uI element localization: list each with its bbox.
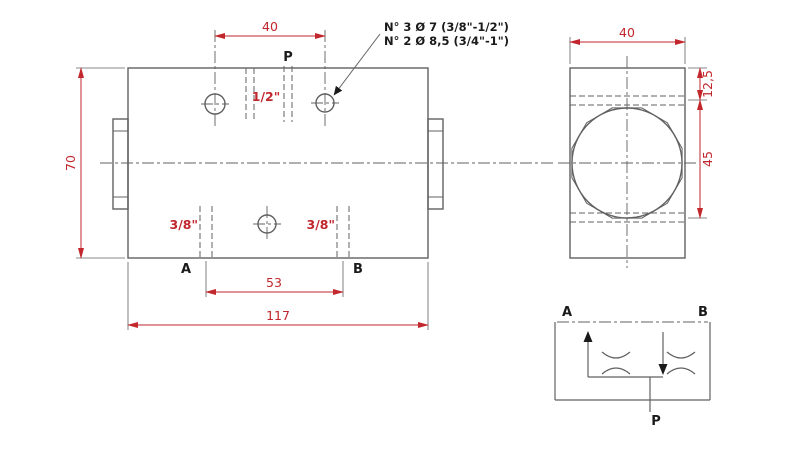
schematic-label-b: B xyxy=(698,305,708,320)
port-a-size-label: 3/8" xyxy=(170,217,198,232)
schematic-label-p: P xyxy=(651,414,661,429)
side-view-dimensions xyxy=(569,37,707,219)
front-view-dimensions xyxy=(76,33,429,330)
port-a-label: A xyxy=(181,262,191,277)
annotation: N° 3 Ø 7 (3/8"-1/2") N° 2 Ø 8,5 (3/4"-1"… xyxy=(333,20,509,96)
dim-height: 70 xyxy=(63,155,78,171)
front-view: 40 70 53 117 1/2" 3/8" 3/8" P A B xyxy=(63,19,555,330)
front-view-hidden-port-lines xyxy=(199,66,350,258)
hydraulic-schematic: A B P xyxy=(554,305,711,429)
schematic-label-a: A xyxy=(562,305,572,320)
side-view-hidden-lines xyxy=(570,95,685,223)
annotation-line1: N° 3 Ø 7 (3/8"-1/2") xyxy=(384,20,509,34)
leader-line xyxy=(333,33,381,96)
dim-top-hole-spacing: 40 xyxy=(262,19,278,34)
dim-width: 117 xyxy=(266,308,290,323)
side-dim-port-offset: 12,5 xyxy=(700,70,715,98)
orifice-symbol-left xyxy=(601,351,631,375)
side-view: 40 12,5 45 xyxy=(558,25,715,268)
annotation-line2: N° 2 Ø 8,5 (3/4"-1") xyxy=(384,34,509,48)
port-p-label: P xyxy=(283,50,293,65)
left-boss xyxy=(112,118,129,210)
front-view-centerlines xyxy=(100,30,555,242)
up-arrow-icon xyxy=(583,331,593,342)
side-dim-width: 40 xyxy=(619,25,635,40)
port-p-size-label: 1/2" xyxy=(252,89,280,104)
port-b-label: B xyxy=(353,262,363,277)
port-b-size-label: 3/8" xyxy=(307,217,335,232)
bore-thread-polygon xyxy=(571,107,683,219)
side-view-centerlines xyxy=(558,56,697,268)
right-boss xyxy=(427,118,444,210)
orifice-symbol-right xyxy=(666,351,696,375)
down-arrow-icon xyxy=(658,364,668,375)
side-dim-bore: 45 xyxy=(700,151,715,167)
dim-bottom-hole-spacing: 53 xyxy=(266,275,282,290)
